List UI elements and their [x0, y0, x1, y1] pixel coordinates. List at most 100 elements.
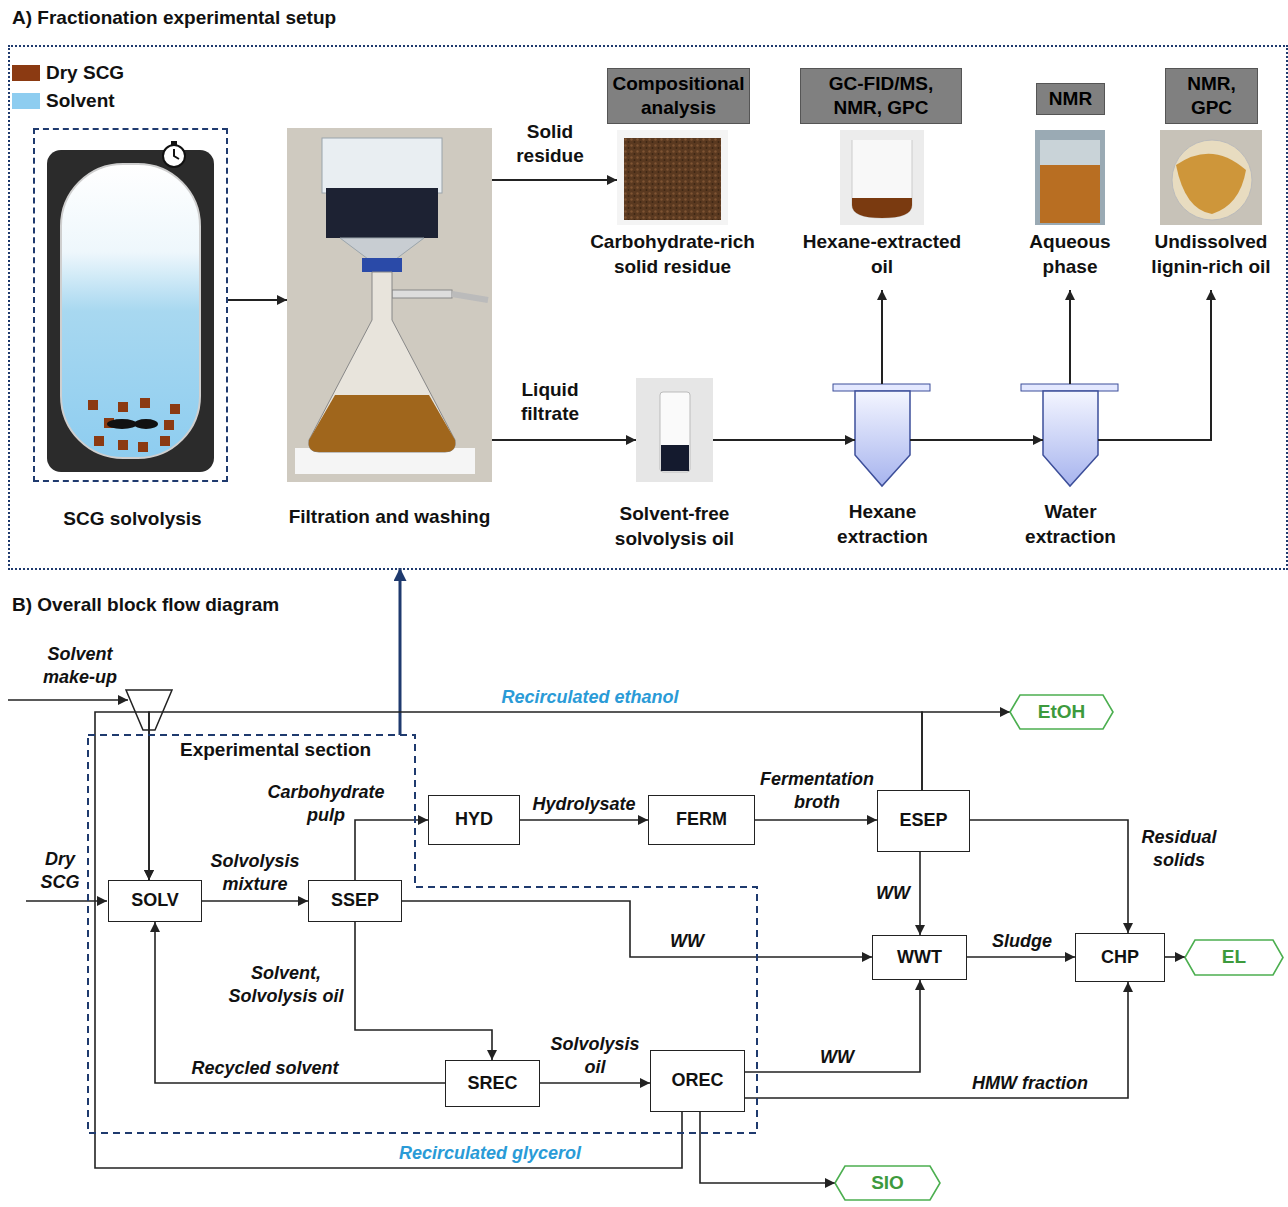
flow-label: Solvolysis oil [545, 1033, 645, 1078]
lignin-oil-photo [1160, 130, 1262, 225]
filtration-photo [392, 290, 452, 298]
filtration-photo [362, 258, 402, 272]
flow-label: WW [666, 930, 708, 953]
solid-residue-photo [617, 130, 728, 225]
solvolysis-oil-photo [660, 392, 690, 472]
flow-arrow [713, 439, 855, 441]
flow-arrow [492, 179, 617, 181]
legend-label: Dry SCG [46, 62, 124, 84]
legend-swatch [12, 93, 40, 109]
node-label: Compositional analysis [612, 72, 745, 120]
flow-arrow [970, 820, 1128, 933]
reactor-drawing [88, 400, 98, 410]
photo-panel: Carbohydrate-rich solid residue [617, 130, 728, 290]
node-label: SSEP [313, 890, 397, 912]
flow-arrow [540, 1082, 650, 1084]
flow-arrow [355, 820, 428, 880]
process-box: SSEP [308, 880, 402, 922]
aqueous-phase-photo [1035, 130, 1105, 225]
solvolysis-oil-photo [636, 378, 713, 482]
filtration-photo [452, 294, 488, 300]
photo-panel: Hexane extraction [855, 384, 910, 486]
node-label: SCG solvolysis [23, 507, 243, 532]
hexagon-outline [1185, 940, 1283, 975]
node-label: Hexane-extracted oil [795, 230, 970, 279]
process-box: OREC [650, 1050, 745, 1112]
feed-arrow [8, 699, 128, 701]
reactor-drawing [163, 145, 185, 167]
hexagon-outline [835, 1166, 940, 1200]
flow-label: HMW fraction [955, 1072, 1105, 1095]
legend-swatch [12, 65, 40, 81]
node-label: GC-FID/MS, NMR, GPC [810, 72, 952, 120]
filtration-photo [322, 138, 442, 193]
node-label: FERM [653, 809, 750, 831]
process-box: HYD [428, 795, 520, 845]
node-label: CHP [1080, 947, 1160, 969]
legend-row: Solvent [12, 90, 115, 112]
flow-arrow [202, 900, 308, 902]
process-box: WWT [872, 935, 967, 980]
photo-panel: Aqueous phase [1035, 130, 1105, 290]
flow-arrow [520, 819, 648, 821]
flow-arrow [700, 1112, 835, 1183]
hexane-oil-photo [840, 130, 924, 225]
node-label: Solvent-free solvolysis oil [600, 502, 750, 551]
reactor-drawing [140, 398, 150, 408]
node-label: SOLV [113, 890, 197, 912]
legend-label: Solvent [46, 90, 115, 112]
hexane-oil-photo [852, 198, 912, 218]
reactor-drawing [171, 141, 177, 145]
photo-panel: Water extraction [1043, 384, 1098, 486]
connector-group [95, 180, 1211, 1183]
filtration-photo [287, 128, 492, 482]
node-label: EtOH [1024, 701, 1099, 724]
flow-arrow [967, 956, 1075, 958]
node-label: SREC [450, 1073, 535, 1095]
solvolysis-oil-photo [636, 378, 713, 482]
flow-label: WW [816, 1046, 858, 1069]
flow-arrow [881, 290, 883, 384]
panel-heading: B) Overall block flow diagram [12, 594, 279, 617]
process-box: SOLV [108, 880, 202, 922]
aqueous-phase-photo [1035, 130, 1105, 225]
node-label: OREC [655, 1070, 740, 1092]
flow-arrow [1098, 290, 1211, 440]
aqueous-phase-photo [1040, 140, 1100, 165]
node-label: Water extraction [1016, 500, 1126, 549]
reactor-drawing [94, 436, 104, 446]
hexagon-outline [1010, 695, 1113, 729]
process-box: FERM [648, 795, 755, 845]
separatory-tube [1043, 391, 1098, 486]
analysis-box: GC-FID/MS, NMR, GPC [800, 68, 962, 124]
reactor-drawing [170, 404, 180, 414]
photo-panel: Undissolved lignin-rich oil [1160, 130, 1262, 290]
filtration-photo [326, 188, 438, 238]
flow-label: Recirculated ethanol [480, 686, 700, 709]
flow-arrow [1165, 956, 1185, 958]
reactor-drawing [107, 419, 137, 429]
flow-arrow [745, 982, 1128, 1098]
photo-panel: Filtration and washing [287, 128, 492, 482]
reactor-drawing [118, 440, 128, 450]
solid-residue-photo [624, 138, 721, 220]
aqueous-phase-photo [1040, 165, 1100, 223]
node-label: NMR, GPC [1170, 72, 1253, 120]
analysis-box: Compositional analysis [607, 68, 750, 124]
lignin-oil-photo [1172, 140, 1252, 220]
node-label: Filtration and washing [260, 505, 520, 530]
product-hexagon: SIO [835, 1166, 940, 1200]
flow-label: Residual solids [1133, 826, 1225, 871]
photo-panel: Solvent-free solvolysis oil [636, 378, 713, 482]
analysis-box: NMR [1036, 83, 1105, 115]
reactor-drawing [47, 150, 214, 472]
solid-residue-photo [617, 130, 728, 225]
flow-arrow [228, 299, 287, 301]
filtration-photo [309, 272, 456, 452]
node-label: NMR [1041, 87, 1100, 111]
reactor-drawing [160, 436, 170, 446]
flow-arrow [1069, 290, 1071, 384]
flow-arrow [402, 901, 872, 957]
reactor-drawing [164, 420, 174, 430]
